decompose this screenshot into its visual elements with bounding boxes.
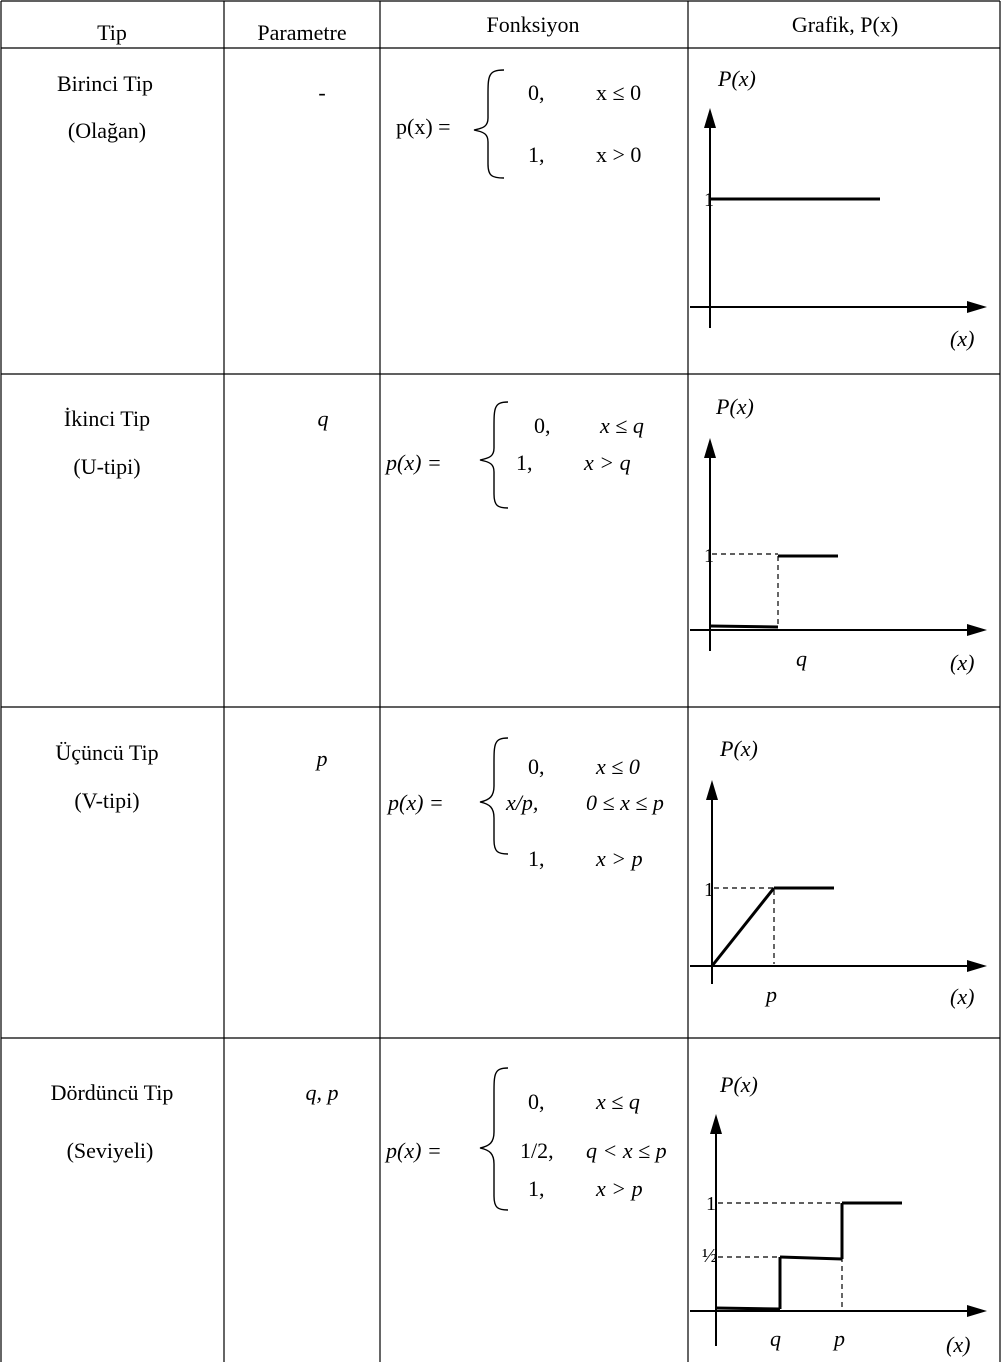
case-condition: x ≤ 0 <box>596 80 641 105</box>
y-axis-arrow <box>704 108 716 128</box>
case-value: 1, <box>528 142 545 167</box>
case-value: 0, <box>528 754 545 779</box>
y-axis-label: P(x) <box>715 394 754 419</box>
case-value: 1/2, <box>520 1138 554 1163</box>
function-lhs: p(x) = <box>386 790 444 815</box>
y-axis-label: P(x) <box>717 66 756 91</box>
one-label: 1 <box>704 189 714 211</box>
p-tick-label: p <box>832 1326 845 1351</box>
graph: P(x) 1 ½ q p (x) <box>690 1072 987 1357</box>
case-value: 1, <box>528 1176 545 1201</box>
case-condition: 0 ≤ x ≤ p <box>586 790 664 815</box>
left-brace <box>479 401 509 509</box>
case-condition: x > 0 <box>596 142 641 167</box>
x-axis-arrow <box>967 301 987 313</box>
x-axis-arrow <box>967 1305 987 1317</box>
type-name: Üçüncü Tip <box>55 740 158 765</box>
type-subtype: (Olağan) <box>68 118 146 143</box>
half-label: ½ <box>702 1245 717 1267</box>
y-axis-arrow <box>706 780 718 800</box>
left-brace <box>479 737 509 855</box>
x-axis-arrow <box>967 960 987 972</box>
one-label: 1 <box>704 545 714 567</box>
graph: P(x) 1 p (x) <box>690 736 987 1009</box>
x-axis-arrow <box>967 624 987 636</box>
x-axis-label: (x) <box>950 650 974 675</box>
left-brace <box>479 1067 509 1211</box>
type-name: Dördüncü Tip <box>51 1080 174 1105</box>
level-zero-line <box>715 1306 781 1311</box>
p-tick-label: p <box>764 982 777 1007</box>
type-subtype: (V-tipi) <box>74 788 139 813</box>
header-fonksiyon: Fonksiyon <box>487 12 580 37</box>
type-name: Birinci Tip <box>57 71 153 96</box>
y-axis-arrow <box>704 438 716 458</box>
y-axis-label: P(x) <box>719 736 758 761</box>
level-half-line <box>779 1255 843 1261</box>
graph: P(x) 1 q (x) <box>690 394 987 675</box>
q-tick-label: q <box>770 1326 781 1351</box>
header-parametre: Parametre <box>257 20 346 45</box>
graph: P(x) 1 (x) <box>690 66 987 351</box>
case-condition: x ≤ 0 <box>595 754 640 779</box>
header-grafik: Grafik, P(x) <box>792 12 898 37</box>
case-value: 0, <box>534 413 551 438</box>
case-value: x/p, <box>505 790 538 815</box>
x-axis-label: (x) <box>950 984 974 1009</box>
header-tip: Tip <box>97 20 127 45</box>
function-lhs: p(x) = <box>396 114 451 139</box>
level-zero-line <box>709 624 779 629</box>
left-brace <box>473 69 505 179</box>
x-axis-label: (x) <box>950 326 974 351</box>
row-ikinci-tip: İkinci Tip (U-tipi) q p(x) = 0, x ≤ q 1,… <box>64 394 987 675</box>
y-axis-arrow <box>710 1114 722 1134</box>
case-value: 1, <box>528 846 545 871</box>
ramp-line <box>710 887 776 967</box>
case-condition: x > p <box>595 846 643 871</box>
x-axis-label: (x) <box>946 1332 970 1357</box>
one-label: 1 <box>704 879 714 901</box>
row-birinci-tip: Birinci Tip (Olağan) - p(x) = 0, x ≤ 0 1… <box>57 66 987 351</box>
parameter: q, p <box>306 1080 339 1105</box>
parameter: q <box>318 406 329 431</box>
case-condition: q < x ≤ p <box>586 1138 667 1163</box>
type-name: İkinci Tip <box>64 406 150 431</box>
one-label: 1 <box>706 1193 716 1215</box>
case-value: 0, <box>528 80 545 105</box>
case-value: 0, <box>528 1089 545 1114</box>
row-ucuncu-tip: Üçüncü Tip (V-tipi) p p(x) = 0, x ≤ 0 x/… <box>55 736 987 1009</box>
row-dorduncu-tip: Dördüncü Tip (Seviyeli) q, p p(x) = 0, x… <box>51 1067 987 1357</box>
case-condition: x ≤ q <box>595 1089 640 1114</box>
parameter: - <box>318 80 325 105</box>
type-subtype: (Seviyeli) <box>67 1138 154 1163</box>
q-tick-label: q <box>796 646 807 671</box>
case-value: 1, <box>516 450 533 475</box>
function-lhs: p(x) = <box>384 1138 442 1163</box>
parameter: p <box>315 746 328 771</box>
type-subtype: (U-tipi) <box>73 454 140 479</box>
case-condition: x > p <box>595 1176 643 1201</box>
y-axis-label: P(x) <box>719 1072 758 1097</box>
case-condition: x ≤ q <box>599 413 644 438</box>
function-lhs: p(x) = <box>384 450 442 475</box>
case-condition: x > q <box>583 450 631 475</box>
